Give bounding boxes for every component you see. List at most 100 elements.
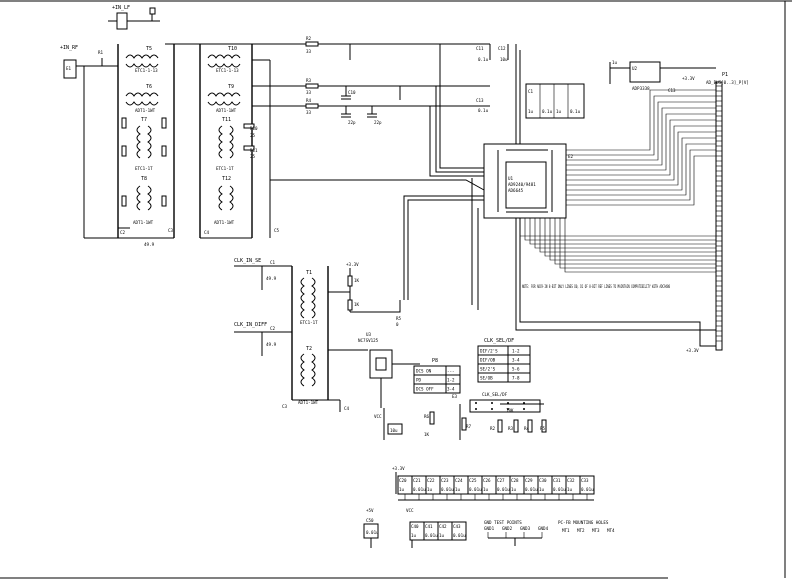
- lf-input-connector[interactable]: +IN_LF: [108, 5, 160, 30]
- svg-text:0: 0: [396, 322, 399, 327]
- svg-text:1u: 1u: [483, 487, 489, 492]
- mid-column-passives: R10 25 R11 25 C4 C5: [204, 123, 280, 235]
- svg-text:ADT1-1WT: ADT1-1WT: [214, 220, 235, 225]
- adc-output-bus: [515, 89, 716, 347]
- clk-row: SE/2'S 5-6: [477, 363, 531, 374]
- svg-text:33: 33: [306, 49, 312, 54]
- dcs-pins: ---: [447, 369, 455, 374]
- svg-text:C12: C12: [498, 46, 506, 51]
- svg-text:CLK_SEL/DF: CLK_SEL/DF: [484, 338, 514, 344]
- dcs-mode: PD: [416, 378, 422, 383]
- svg-text:C41: C41: [425, 524, 433, 529]
- svg-text:GND1: GND1: [484, 526, 495, 531]
- compatibility-note-line1: NOTE: FOR ADC9-IN 8-BIT ONLY LINES D0, D…: [522, 284, 670, 289]
- svg-text:10K: 10K: [506, 408, 514, 413]
- svg-text:0.01u: 0.01u: [413, 487, 426, 492]
- clock-supply: 10u VCC: [374, 408, 403, 440]
- clock-buffer[interactable]: U3 NC7SV125 C4: [339, 332, 420, 412]
- rf-input-connector[interactable]: +IN_RF E1 R1: [60, 45, 118, 79]
- clock-diff-input[interactable]: CLK_IN_DIFF 49.9 C2: [234, 322, 292, 356]
- svg-text:GND3: GND3: [520, 526, 531, 531]
- svg-text:0.01u: 0.01u: [453, 533, 466, 538]
- svg-text:C28: C28: [511, 478, 519, 483]
- svg-text:R5: R5: [396, 316, 402, 321]
- decoupling-row-1: +3.3V C201uC210.01uC221uC230.01uC241uC25…: [392, 466, 595, 501]
- bus-wire: [524, 218, 716, 241]
- gnd-test-point: GND2: [502, 526, 513, 538]
- clk-pins: 5-6: [512, 367, 520, 372]
- bus-wire: [566, 155, 716, 206]
- svg-text:C42: C42: [439, 524, 447, 529]
- svg-text:1u: 1u: [511, 487, 517, 492]
- svg-text:0.01u: 0.01u: [425, 533, 438, 538]
- svg-text:T10: T10: [228, 46, 237, 52]
- svg-text:C13: C13: [476, 98, 484, 103]
- clk-pins: 1-2: [512, 349, 520, 354]
- svg-text:C3: C3: [168, 228, 174, 233]
- svg-text:VCC: VCC: [406, 508, 414, 513]
- svg-text:C30: C30: [539, 478, 547, 483]
- svg-text:R4: R4: [524, 426, 530, 431]
- svg-text:C2: C2: [120, 230, 126, 235]
- regulator-block[interactable]: U2 ADP3338 1u C13: [609, 60, 716, 93]
- clock-to-adc-routing: R5 0: [350, 300, 402, 327]
- adc-chip[interactable]: U1 AD9240/9481 AD6645 E2: [483, 143, 574, 219]
- svg-text:22p: 22p: [348, 120, 356, 125]
- transformer-t7: T7 ETC1-1T: [135, 117, 153, 171]
- svg-text:C1: C1: [270, 260, 276, 265]
- header-bus-label: AD_BUS[0..3]_P[V]: [706, 80, 749, 85]
- svg-text:CLK_SEL/DF: CLK_SEL/DF: [482, 392, 508, 397]
- decoupling-cap: C41 0.01u: [423, 521, 439, 541]
- svg-text:T2: T2: [306, 346, 312, 352]
- svg-text:+5V: +5V: [366, 508, 374, 513]
- svg-text:T11: T11: [222, 117, 231, 123]
- svg-text:U3: U3: [366, 332, 372, 337]
- svg-text:1u: 1u: [567, 487, 573, 492]
- rf-input-label: +IN_RF: [60, 45, 78, 51]
- clk-pins: 7-8: [512, 376, 520, 381]
- bus-wire: [515, 218, 716, 331]
- clock-se-input[interactable]: CLK_IN_SE 49.9 C1: [234, 258, 292, 290]
- bus-wire: [566, 131, 716, 186]
- svg-text:ETC1-1T: ETC1-1T: [135, 166, 153, 171]
- bus-wire: [559, 218, 716, 269]
- svg-text:MT1: MT1: [562, 528, 570, 533]
- bus-wire: [529, 218, 716, 245]
- clk-mode: SE/2'S: [480, 367, 496, 372]
- svg-text:10u: 10u: [500, 57, 508, 62]
- rf-resistor-ref: R1: [98, 50, 104, 55]
- svg-text:0.1u: 0.1u: [570, 109, 581, 114]
- dcs-mode: DCS OFF: [416, 387, 434, 392]
- rf-connector-ref: E1: [66, 66, 72, 71]
- svg-text:GND2: GND2: [502, 526, 513, 531]
- svg-text:+3.3V: +3.3V: [346, 262, 359, 267]
- svg-text:R3: R3: [508, 426, 514, 431]
- decoupling-bank-top: C1 1u 0.1u 1u 0.1u: [525, 83, 585, 119]
- svg-text:C5: C5: [274, 228, 280, 233]
- svg-text:R11: R11: [250, 148, 258, 153]
- svg-text:C2: C2: [270, 326, 276, 331]
- clk-select-jumper[interactable]: CLK_SEL/DF E3: [452, 392, 541, 440]
- svg-text:VCC: VCC: [374, 414, 382, 419]
- svg-text:T8: T8: [141, 176, 147, 182]
- svg-text:C13: C13: [668, 88, 676, 93]
- svg-text:ETC1-1-13: ETC1-1-13: [135, 68, 158, 73]
- svg-text:C1: C1: [528, 89, 534, 94]
- svg-text:1K: 1K: [424, 432, 430, 437]
- bus-wire: [566, 107, 716, 166]
- clk-mode: SE/OB: [480, 376, 493, 381]
- svg-text:1u: 1u: [612, 60, 618, 65]
- bus-wire: [566, 125, 716, 181]
- left-column-passives: C2 C3 49.9: [118, 117, 174, 247]
- output-header-p1[interactable]: P1 AD_BUS[0..3]_P[V] +3.3V +3.3V: [682, 72, 749, 353]
